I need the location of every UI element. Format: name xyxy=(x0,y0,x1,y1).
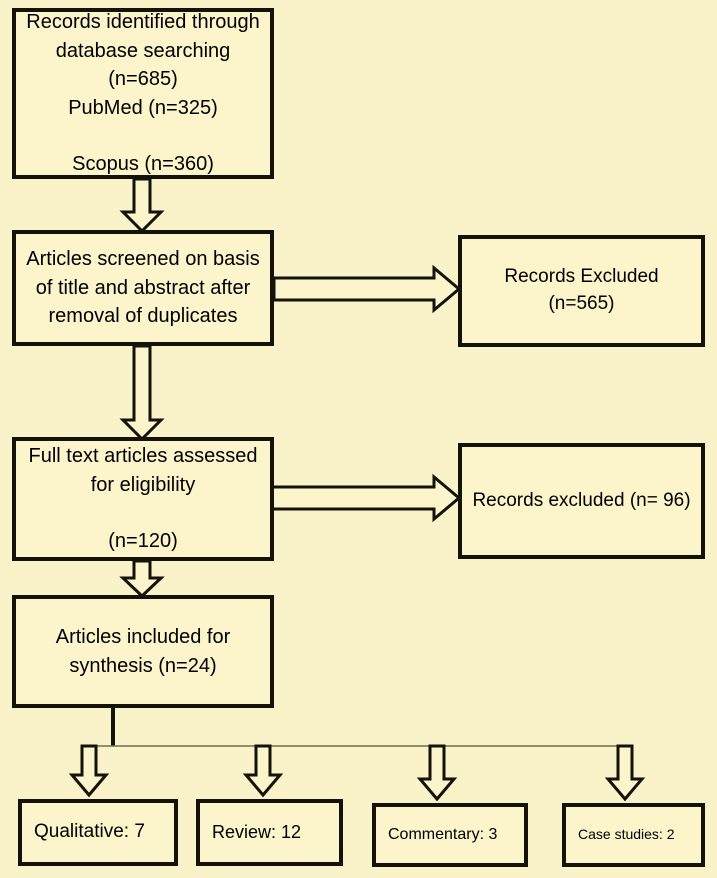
node-articles-included: Articles included for synthesis (n=24) xyxy=(12,595,274,708)
arrow-to-case-studies xyxy=(604,744,646,802)
node-records-excluded-screening: Records Excluded (n=565) xyxy=(458,235,705,347)
node-records-identified: Records identified through database sear… xyxy=(12,8,274,179)
arrow-screened-to-excluded xyxy=(272,264,462,314)
node-outcome-qualitative: Qualitative: 7 xyxy=(18,799,178,866)
node-records-excluded-eligibility: Records excluded (n= 96) xyxy=(458,443,705,559)
node-outcome-case-studies: Case studies: 2 xyxy=(562,803,705,867)
arrow-to-qualitative xyxy=(68,744,110,798)
arrow-to-review xyxy=(242,744,284,798)
arrow-identified-to-screened xyxy=(119,177,165,234)
arrow-screened-to-fulltext xyxy=(119,344,165,442)
node-outcome-review: Review: 12 xyxy=(196,799,343,866)
arrow-to-commentary xyxy=(416,744,458,802)
node-outcome-commentary: Commentary: 3 xyxy=(372,803,528,867)
arrow-fulltext-to-included xyxy=(119,559,165,599)
arrow-fulltext-to-excluded xyxy=(263,473,462,523)
node-articles-screened: Articles screened on basis of title and … xyxy=(12,230,274,346)
node-full-text-assessed: Full text articles assessed for eligibil… xyxy=(12,437,274,561)
